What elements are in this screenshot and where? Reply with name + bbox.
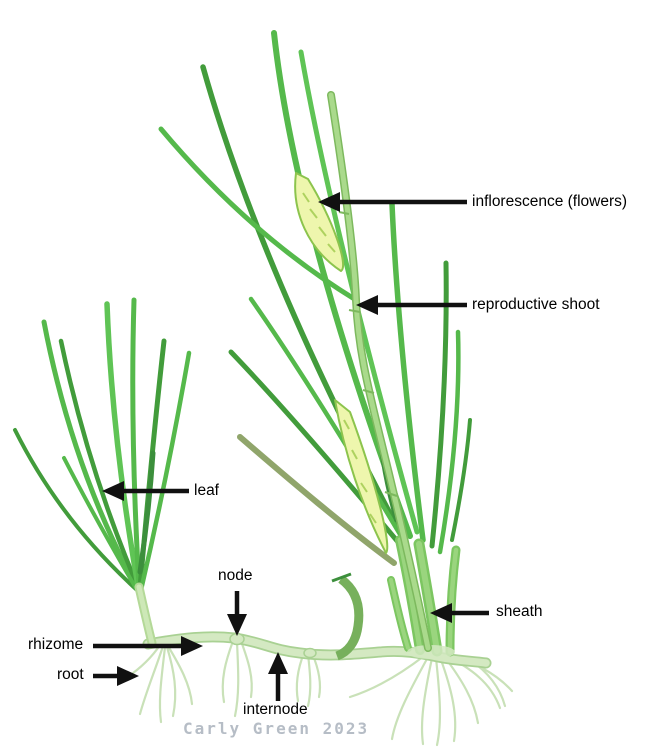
right-shoot-illustration (158, 30, 472, 555)
root-label: root (57, 666, 84, 683)
label-arrows (93, 192, 489, 701)
node-arrow (227, 591, 247, 636)
internode-arrow (268, 652, 288, 701)
sheath-arrow (430, 603, 489, 623)
inflorescence-arrow (318, 192, 467, 212)
reproductive-shoot-label: reproductive shoot (472, 296, 600, 313)
sheath-illustration (387, 535, 461, 659)
reproductive-shoot-arrow (356, 295, 467, 315)
rhizome-arrow (93, 636, 203, 656)
root-arrow (93, 666, 139, 686)
inflorescence-label: inflorescence (flowers) (472, 193, 628, 210)
dead-leaf-illustration (237, 434, 397, 661)
node-label: node (218, 567, 253, 584)
internode-label: internode (243, 701, 308, 718)
sheath-label: sheath (496, 603, 543, 620)
node-bump (303, 647, 317, 659)
rhizome-label: rhizome (28, 636, 84, 653)
leaf-label: leaf (194, 482, 219, 499)
reproductive-stem-illustration (327, 91, 432, 652)
leaf-arrow (102, 481, 189, 501)
left-shoot-illustration (13, 297, 192, 648)
artist-credit: Carly Green 2023 (183, 719, 370, 738)
inflorescence-illustration (294, 172, 389, 554)
